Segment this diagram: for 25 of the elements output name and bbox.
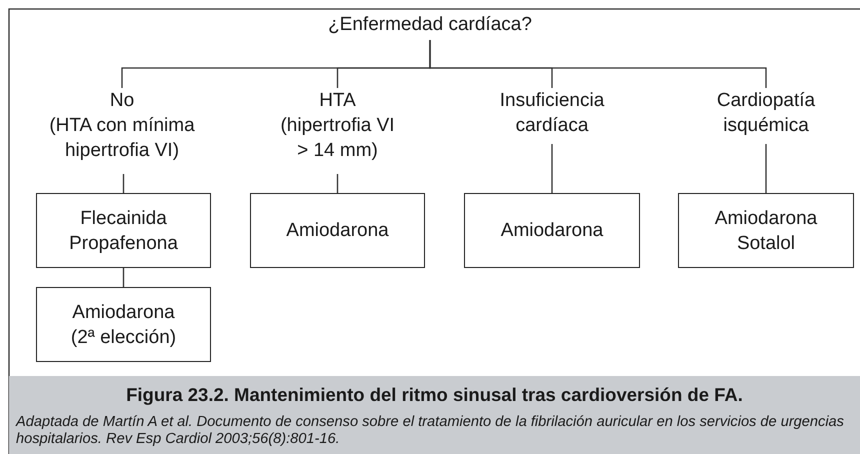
connector-line <box>122 268 124 287</box>
connector-line <box>429 40 767 88</box>
connector-line <box>551 144 553 193</box>
category-text: (HTA con mínima hipertrofia VI) <box>48 114 196 163</box>
drug-text: Amiodarona (2ª elección) <box>70 300 178 350</box>
category-text: Insuficiencia cardíaca <box>498 89 606 138</box>
category-text: Cardiopatía isquémica <box>716 89 816 138</box>
connector-line <box>765 144 767 193</box>
drug-text: Amiodarona <box>286 219 389 243</box>
drug-box <box>464 193 640 268</box>
drug-box <box>678 193 854 268</box>
connector-line <box>336 174 338 193</box>
figure-title: Figura 23.2. Mantenimiento del ritmo sinusal tras cardioversión de FA. <box>125 384 744 406</box>
figure-caption: Adaptada de Martín A et al. Documento de consenso sobre el tratamiento de la fibrilación auricular en los servicios de urgencias hospitalarios. Rev Esp Cardiol 2003;56(8):801-16. <box>16 414 845 448</box>
drug-text: Flecainida Propafenona <box>68 206 179 256</box>
connector-line <box>122 174 124 193</box>
drug-text: Amiodarona Sotalol <box>714 206 818 256</box>
category-text: No <box>110 89 134 113</box>
drug-box <box>36 287 211 362</box>
drug-box <box>36 193 211 268</box>
question-text: ¿Enfermedad cardíaca? <box>328 13 532 37</box>
category-text: (hipertrofia VI > 14 mm) <box>279 114 396 163</box>
category-text: HTA <box>319 89 356 113</box>
drug-text: Amiodarona <box>500 219 604 243</box>
drug-box <box>250 193 425 268</box>
